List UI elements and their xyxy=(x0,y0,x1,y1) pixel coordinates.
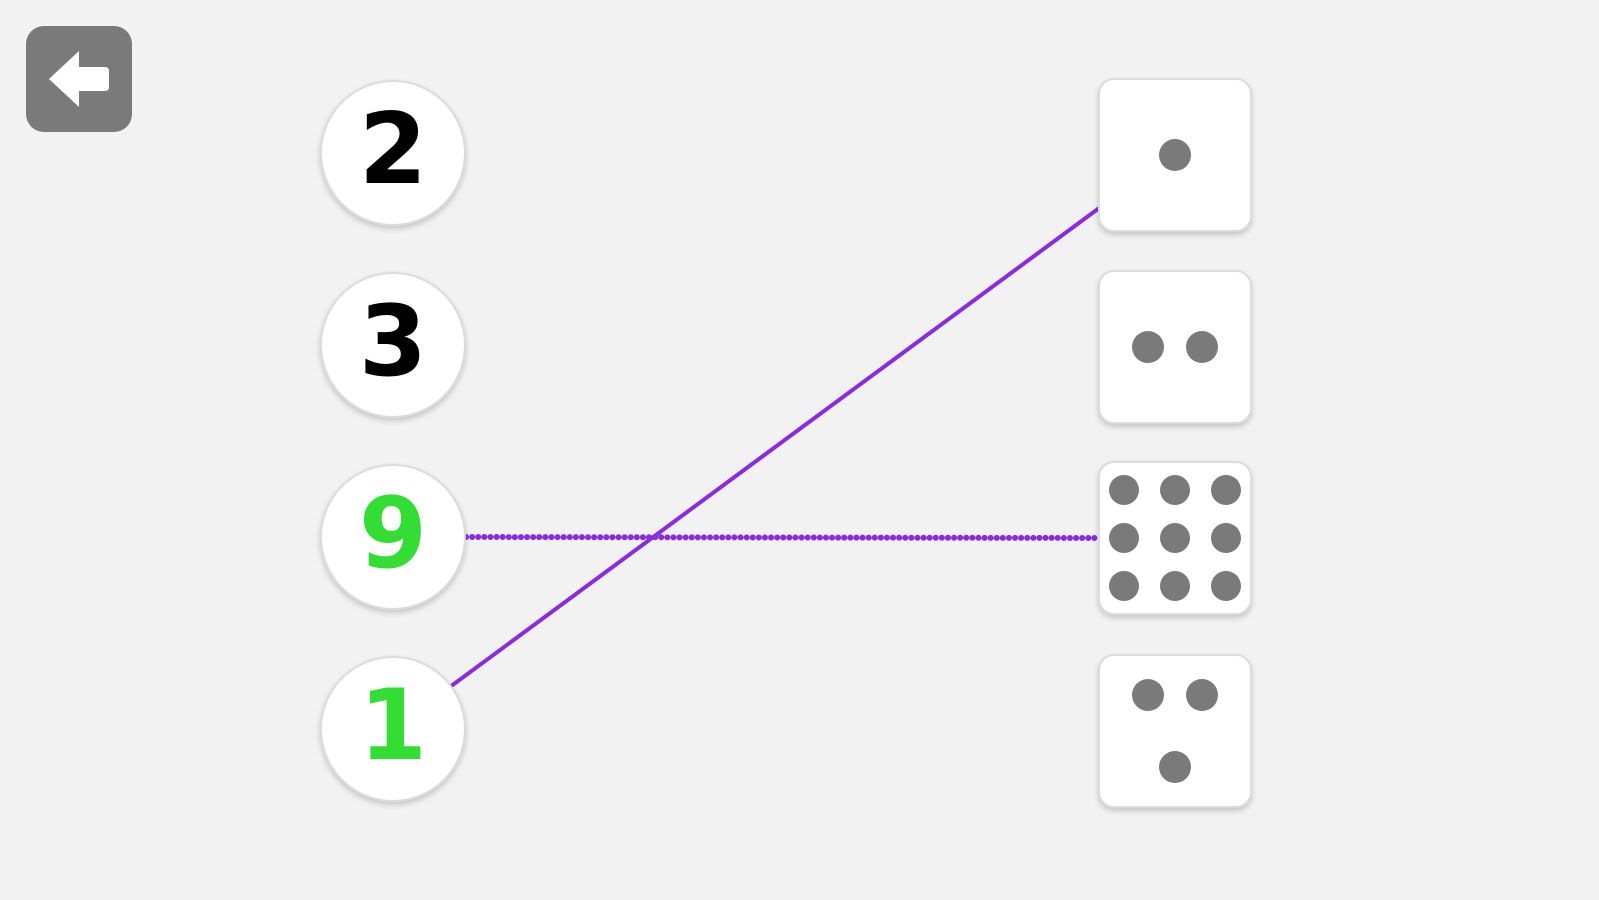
dice-pip xyxy=(1211,475,1241,505)
number-label: 2 xyxy=(358,93,428,207)
dice-pip xyxy=(1159,139,1191,171)
dice-pip xyxy=(1160,571,1190,601)
number-label: 1 xyxy=(358,669,428,783)
number-card-9[interactable]: 9 xyxy=(320,464,466,610)
dice-card-2[interactable] xyxy=(1098,270,1252,424)
dice-pip xyxy=(1211,571,1241,601)
dice-pip xyxy=(1186,679,1218,711)
dice-pip xyxy=(1132,331,1164,363)
dice-face-2 xyxy=(1132,331,1218,363)
dice-card-1[interactable] xyxy=(1098,78,1252,232)
dice-pip xyxy=(1109,571,1139,601)
dice-pip xyxy=(1160,523,1190,553)
dice-pip xyxy=(1159,751,1191,783)
dice-pip xyxy=(1186,331,1218,363)
number-card-2[interactable]: 2 xyxy=(320,80,466,226)
dice-pip xyxy=(1109,475,1139,505)
back-button[interactable] xyxy=(26,26,132,132)
number-label: 9 xyxy=(358,477,428,591)
connection-line-9 xyxy=(463,534,1101,541)
dice-pip xyxy=(1109,523,1139,553)
dice-card-9[interactable] xyxy=(1098,461,1252,615)
number-card-3[interactable]: 3 xyxy=(320,272,466,418)
dice-pip xyxy=(1160,475,1190,505)
connection-line-1 xyxy=(449,206,1100,688)
dice-pip xyxy=(1132,679,1164,711)
dice-pip xyxy=(1211,523,1241,553)
dice-face-1 xyxy=(1159,139,1191,171)
arrow-left-icon xyxy=(49,51,109,107)
number-card-1[interactable]: 1 xyxy=(320,656,466,802)
dice-card-3[interactable] xyxy=(1098,654,1252,808)
dice-face-3 xyxy=(1132,679,1218,783)
number-label: 3 xyxy=(358,285,428,399)
dice-face-9 xyxy=(1109,475,1241,601)
